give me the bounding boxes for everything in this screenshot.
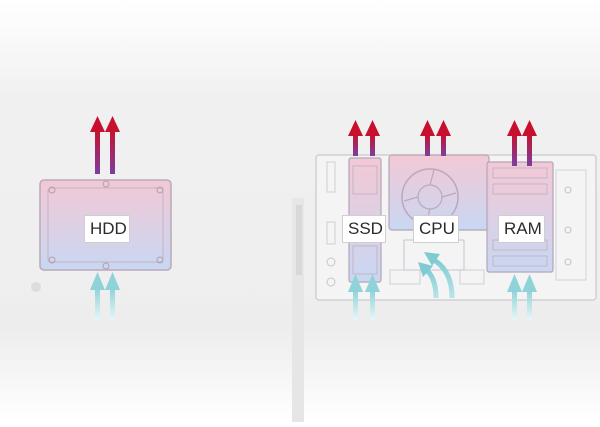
cpu-label: CPU: [413, 215, 459, 243]
hot-arrow-ssd-2: [365, 120, 380, 156]
hot-arrow-ram-1: [507, 120, 522, 166]
hdd-label: HDD: [84, 215, 130, 243]
hot-arrow-cpu-2: [436, 120, 451, 156]
cool-arrow-hdd-1: [90, 272, 105, 320]
chassis-screw: [31, 282, 41, 292]
cool-arrow-cpu-curve-2: [418, 262, 439, 299]
cool-arrow-cpu-curve-1: [424, 252, 455, 299]
hot-air-arrows: [90, 116, 537, 174]
hot-arrow-hdd-2: [105, 116, 120, 174]
chassis-bracket: [296, 205, 302, 275]
cool-air-arrows: [90, 252, 537, 320]
ram-label: RAM: [498, 215, 545, 243]
hot-arrow-hdd-1: [90, 116, 105, 174]
cool-arrow-ssd-2: [365, 274, 380, 320]
cool-arrow-ram-2: [522, 274, 537, 320]
hot-arrow-ram-2: [522, 120, 537, 166]
ssd-label: SSD: [342, 215, 386, 243]
cool-arrow-hdd-2: [105, 272, 120, 320]
hot-arrow-ssd-1: [348, 120, 363, 156]
cool-arrow-ram-1: [507, 274, 522, 320]
cool-arrow-ssd-1: [348, 274, 363, 320]
hot-arrow-cpu-1: [420, 120, 435, 156]
